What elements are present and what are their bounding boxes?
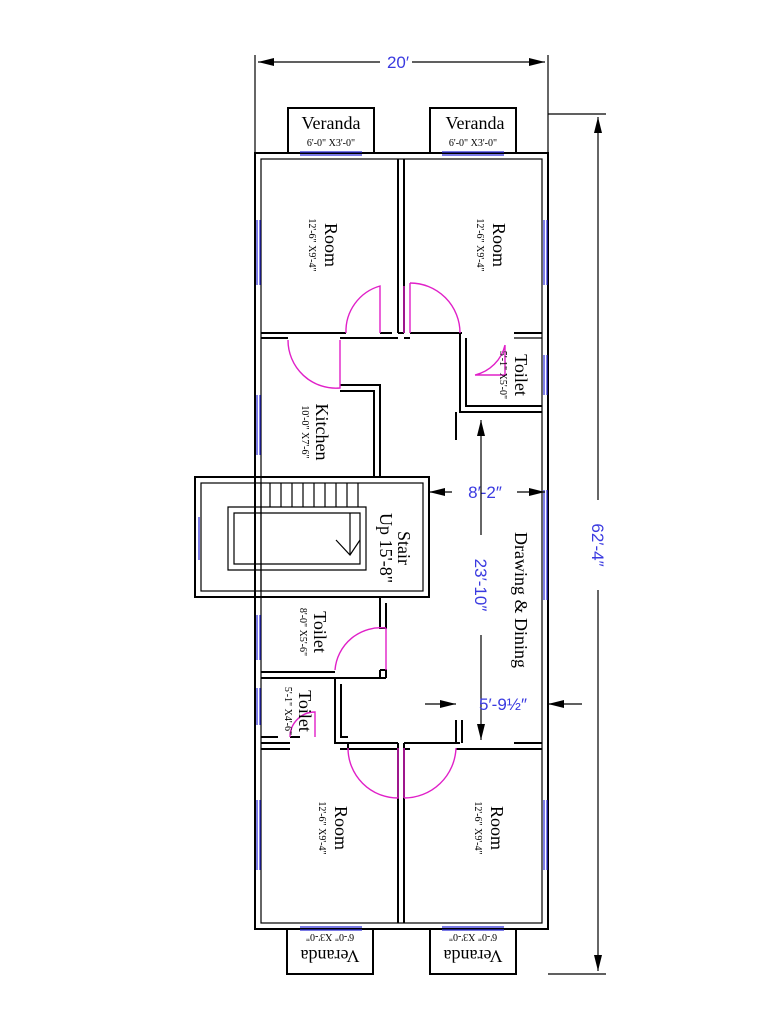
veranda-bottom-left: Veranda 6'-0" X3'-0" (286, 926, 374, 975)
corridor-width-text: 8′-2″ (468, 483, 502, 502)
veranda-top-left-label: Veranda (302, 113, 361, 133)
kitchen-size: 10'-0" X7'-6" (299, 405, 310, 458)
kitchen-label: Kitchen (312, 404, 332, 461)
dimension-drawing-length: 23′-10″ (471, 420, 490, 740)
room-top-left-label: Room (321, 223, 341, 267)
stair-size: Up 15'-8" (376, 513, 396, 583)
kitchen: Kitchen 10'-0" X7'-6" (299, 404, 332, 461)
veranda-top-right: Veranda 6'-0" X3'-0" (429, 107, 517, 156)
toilet-small: Toilet 5'-1" X4'-6" (282, 687, 315, 735)
veranda-bottom-left-size: 6'-0" X3'-0" (306, 931, 354, 942)
room-bottom-left-size: 12'-6" X9'-4" (316, 801, 327, 854)
toilet-middle: Toilet 8'-0" X5'-6" (297, 608, 330, 656)
toilet-top-right-label: Toilet (511, 354, 531, 396)
toilet-small-size: 5'-1" X4'-6" (282, 687, 293, 735)
drawing-dining: Drawing & Dining (511, 532, 531, 668)
toilet-top-right: Toilet 5'-1" X5'-0" (497, 351, 531, 399)
overall-width-text: 20′ (387, 53, 409, 72)
room-top-left-size: 12'-6" X9'-4" (306, 218, 317, 271)
dimension-overall-length: 62′-4″ (548, 113, 607, 975)
windows (256, 220, 548, 870)
drawing-width-text: 5′-9½″ (479, 695, 527, 714)
toilet-top-right-size: 5'-1" X5'-0" (497, 351, 508, 399)
veranda-bottom-right-size: 6'-0" X3'-0" (449, 931, 497, 942)
drawing-dining-label: Drawing & Dining (511, 532, 531, 668)
room-top-left: Room 12'-6" X9'-4" (306, 218, 341, 271)
room-bottom-left-label: Room (331, 806, 351, 850)
room-bottom-left: Room 12'-6" X9'-4" (316, 801, 351, 854)
interior-walls (194, 159, 542, 923)
veranda-top-right-size: 6'-0" X3'-0" (449, 138, 497, 149)
overall-length-text: 62′-4″ (588, 523, 607, 566)
toilet-middle-label: Toilet (310, 611, 330, 653)
room-bottom-right: Room 12'-6" X9'-4" (472, 801, 507, 854)
room-top-right: Room 12'-6" X9'-4" (474, 218, 509, 271)
stair-label: Stair (394, 531, 414, 565)
veranda-top-right-label: Veranda (446, 113, 505, 133)
veranda-top-left-size: 6'-0" X3'-0" (307, 138, 355, 149)
dimension-corridor: 8′-2″ (429, 483, 545, 502)
veranda-top-left: Veranda 6'-0" X3'-0" (287, 107, 375, 156)
veranda-bottom-left-label: Veranda (301, 946, 360, 966)
veranda-bottom-right: Veranda 6'-0" X3'-0" (429, 926, 517, 975)
room-top-right-size: 12'-6" X9'-4" (474, 218, 485, 271)
toilet-small-label: Toilet (295, 690, 315, 732)
stair: Stair Up 15'-8" (376, 513, 414, 583)
dimension-overall-width: 20′ (254, 53, 549, 153)
drawing-length-text: 23′-10″ (471, 559, 490, 612)
veranda-bottom-right-label: Veranda (444, 946, 503, 966)
stair-treads (198, 483, 367, 591)
dimension-drawing-width: 5′-9½″ (425, 695, 582, 714)
doors (287, 282, 506, 799)
room-bottom-right-label: Room (487, 806, 507, 850)
room-top-right-label: Room (489, 223, 509, 267)
toilet-middle-size: 8'-0" X5'-6" (297, 608, 308, 656)
room-bottom-right-size: 12'-6" X9'-4" (472, 801, 483, 854)
